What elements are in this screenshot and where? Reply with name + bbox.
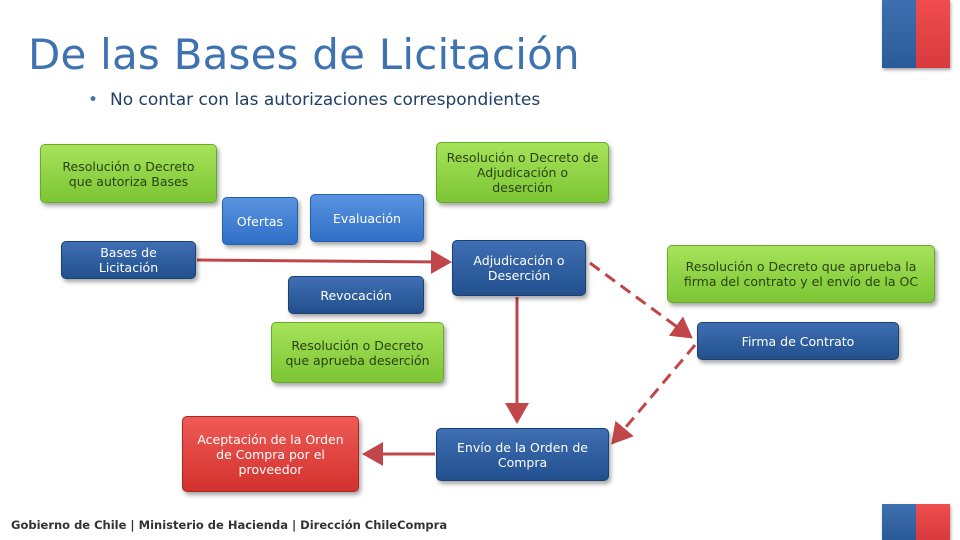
footer-text: Gobierno de Chile | Ministerio de Hacien… xyxy=(11,518,448,532)
box-res-desercion: Resolución o Decreto que aprueba deserci… xyxy=(271,322,444,383)
flag-icon-top xyxy=(882,0,950,68)
bullet-icon: • xyxy=(88,90,99,110)
box-res-adjudicacion: Resolución o Decreto de Adjudicación o d… xyxy=(436,142,609,203)
box-ofertas: Ofertas xyxy=(222,197,298,245)
bullet-point: • No contar con las autorizaciones corres… xyxy=(88,90,540,110)
box-envio-oc: Envío de la Orden de Compra xyxy=(436,428,609,481)
box-firma-contrato: Firma de Contrato xyxy=(697,322,899,360)
box-res-firma-contrato: Resolución o Decreto que aprueba la firm… xyxy=(667,245,935,303)
flag-icon-bottom xyxy=(882,504,950,540)
box-aceptacion-oc: Aceptación de la Orden de Compra por el … xyxy=(182,416,359,492)
arrow-firma-to-envio xyxy=(611,344,697,445)
box-revocacion: Revocación xyxy=(288,276,424,314)
box-bases-licitacion: Bases de Licitación xyxy=(61,241,196,279)
arrow-adjudicacion-to-firma xyxy=(589,261,693,339)
box-adjudicacion-desercion: Adjudicación o Deserción xyxy=(452,240,586,296)
box-res-autoriza-bases: Resolución o Decreto que autoriza Bases xyxy=(40,144,217,203)
arrow-bases-to-adjudicacion xyxy=(196,249,452,274)
bullet-text: No contar con las autorizaciones corresp… xyxy=(110,90,541,110)
slide-title: De las Bases de Licitación xyxy=(28,30,580,79)
box-evaluacion: Evaluación xyxy=(310,194,424,242)
